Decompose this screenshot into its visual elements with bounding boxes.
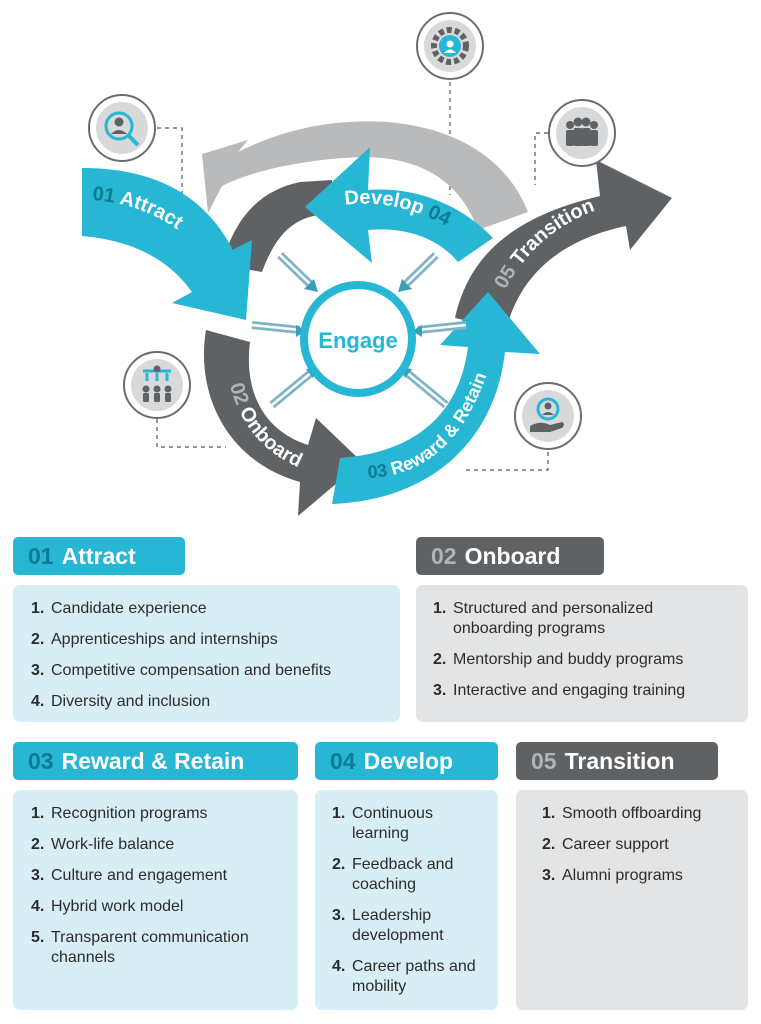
develop-card-title: Develop <box>363 748 454 774</box>
attract-arrow <box>82 168 252 320</box>
engage-label: Engage <box>318 328 397 353</box>
list-item: 1. Recognition programs <box>31 804 298 824</box>
reward-retain-card-header: 03 Reward & Retain <box>13 742 298 780</box>
list-item-text: Interactive and engaging training <box>453 682 686 699</box>
list-item-number: 2. <box>542 836 556 853</box>
list-item-text: Transparent communication channels <box>51 929 249 966</box>
list-item-number: 1. <box>31 805 45 822</box>
list-item-text: Career support <box>562 836 669 853</box>
team-hierarchy-icon <box>123 351 191 419</box>
list-item-text: Work-life balance <box>51 836 175 853</box>
list-item-number: 3. <box>31 867 45 884</box>
list-item-number: 3. <box>433 682 447 699</box>
list-item-text: Structured and personalized onboarding p… <box>453 600 654 637</box>
list-item: 2. Feedback and coaching <box>332 855 498 895</box>
list-item-number: 2. <box>31 631 45 648</box>
transition-card-number: 05 <box>531 748 557 774</box>
list-item-number: 3. <box>31 662 45 679</box>
reward-retain-card-number: 03 <box>28 748 54 774</box>
onboard-card-body: 1. Structured and personalized onboarding… <box>416 585 748 722</box>
attract-card-body: 1. Candidate experience 2. Apprenticeships … <box>13 585 400 722</box>
list-item-text: Hybrid work model <box>51 898 184 915</box>
attract-list: 1. Candidate experience 2. Apprenticeships … <box>31 599 400 712</box>
attract-card-number: 01 <box>28 543 54 569</box>
list-item-text: Mentorship and buddy programs <box>453 651 684 668</box>
list-item-text: Culture and engagement <box>51 867 228 884</box>
list-item-number: 1. <box>31 600 45 617</box>
list-item: 4. Diversity and inclusion <box>31 692 400 712</box>
list-item-number: 1. <box>542 805 556 822</box>
transition-arrow <box>455 160 672 330</box>
person-in-hand-icon <box>514 382 582 450</box>
list-item-number: 4. <box>31 693 45 710</box>
list-item: 3. Interactive and engaging training <box>433 681 748 701</box>
return-arrow <box>202 121 528 230</box>
list-item-text: Continuous learning <box>352 805 433 842</box>
list-item-number: 2. <box>31 836 45 853</box>
onboard-list: 1. Structured and personalized onboarding… <box>433 599 748 701</box>
onboard-card-number: 02 <box>431 543 457 569</box>
lifecycle-diagram: Engage 01 Attract Develop 04 05 Transiti… <box>82 12 672 516</box>
reward-retain-card-title: Reward & Retain <box>61 748 245 774</box>
group-people-icon <box>548 99 616 167</box>
gear-people-icon <box>416 12 484 80</box>
list-item-text: Diversity and inclusion <box>51 693 211 710</box>
list-item: 2. Career support <box>542 835 748 855</box>
transition-list: 1. Smooth offboarding 2. Career support 3. Al… <box>542 804 748 886</box>
onboard-card-title: Onboard <box>464 543 561 569</box>
list-item-text: Leadership development <box>352 907 444 944</box>
onboard-arrow <box>203 330 362 516</box>
engage-inward-arrows <box>251 252 467 409</box>
list-item-text: Alumni programs <box>562 867 683 884</box>
list-item-text: Smooth offboarding <box>562 805 702 822</box>
onboard-card-header: 02 Onboard <box>416 537 604 575</box>
develop-card-number: 04 <box>330 748 356 774</box>
list-item: 2. Apprenticeships and internships <box>31 630 400 650</box>
list-item-number: 2. <box>433 651 447 668</box>
list-item-text: Candidate experience <box>51 600 207 617</box>
list-item: 2. Mentorship and buddy programs <box>433 650 748 670</box>
transition-card-title: Transition <box>564 748 675 774</box>
list-item-text: Feedback and coaching <box>352 856 454 893</box>
list-item-number: 1. <box>332 805 346 822</box>
list-item: 4. Career paths and mobility <box>332 957 498 997</box>
develop-card-body: 1. Continuous learning 2. Feedback and coac… <box>315 790 498 1010</box>
list-item: 3. Competitive compensation and benefits <box>31 661 400 681</box>
list-item-text: Competitive compensation and benefits <box>51 662 332 679</box>
list-item: 5. Transparent communication channels <box>31 928 298 968</box>
list-item: 4. Hybrid work model <box>31 897 298 917</box>
list-item-number: 4. <box>332 958 346 975</box>
person-search-icon <box>88 94 156 162</box>
attract-card-header: 01 Attract <box>13 537 185 575</box>
attract-card-title: Attract <box>61 543 136 569</box>
develop-card-header: 04 Develop <box>315 742 498 780</box>
engage-hub: Engage <box>300 281 416 397</box>
reward-retain-arrow <box>332 292 540 504</box>
transition-card-body: 1. Smooth offboarding 2. Career support 3. Al… <box>516 790 748 1010</box>
reward-retain-list: 1. Recognition programs 2. Work-life balanc… <box>31 804 298 968</box>
list-item: 1. Continuous learning <box>332 804 498 844</box>
develop-list: 1. Continuous learning 2. Feedback and coac… <box>332 804 498 997</box>
list-item: 3. Leadership development <box>332 906 498 946</box>
list-item: 3. Culture and engagement <box>31 866 298 886</box>
list-item: 1. Candidate experience <box>31 599 400 619</box>
list-item: 1. Structured and personalized onboarding… <box>433 599 748 639</box>
reward-retain-card-body: 1. Recognition programs 2. Work-life balanc… <box>13 790 298 1010</box>
list-item-number: 3. <box>332 907 346 924</box>
list-item: 2. Work-life balance <box>31 835 298 855</box>
list-item-number: 4. <box>31 898 45 915</box>
transition-card-header: 05 Transition <box>516 742 718 780</box>
list-item-number: 2. <box>332 856 346 873</box>
develop-arrow <box>305 147 493 263</box>
list-item: 1. Smooth offboarding <box>542 804 748 824</box>
list-item-number: 5. <box>31 929 45 946</box>
list-item: 3. Alumni programs <box>542 866 748 886</box>
list-item-text: Career paths and mobility <box>352 958 476 995</box>
list-item-number: 1. <box>433 600 447 617</box>
list-item-text: Apprenticeships and internships <box>51 631 278 648</box>
list-item-text: Recognition programs <box>51 805 208 822</box>
list-item-number: 3. <box>542 867 556 884</box>
